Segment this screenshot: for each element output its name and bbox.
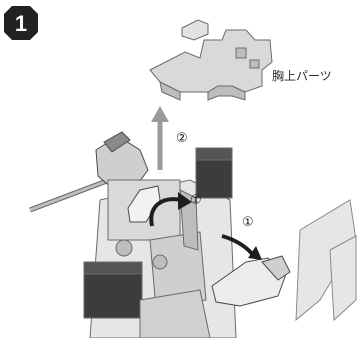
step-badge: 1 [4, 6, 38, 40]
chest-upper-part [150, 20, 272, 100]
part-label: 胸上パーツ [272, 68, 332, 83]
right-wing-fins [296, 200, 356, 320]
step-number: 1 [15, 11, 27, 36]
callout-step-one-a: ① [190, 193, 202, 208]
assembly-arrow-up [151, 106, 169, 170]
callout-step-one-b: ① [242, 215, 254, 230]
callout-step-two: ② [176, 131, 188, 146]
